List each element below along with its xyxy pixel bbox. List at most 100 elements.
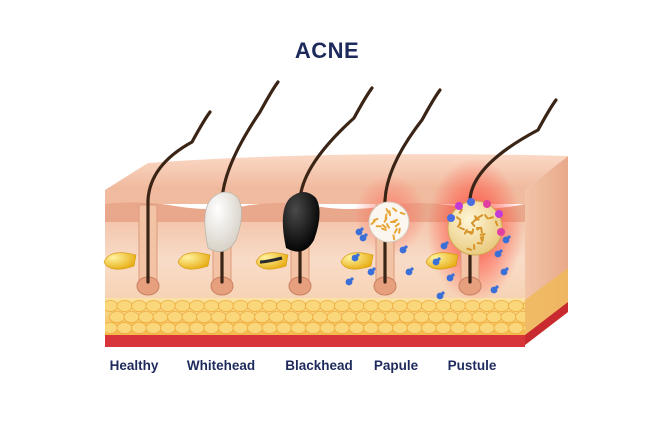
fat-cell [435, 300, 452, 312]
bacteria-splat [451, 273, 455, 277]
fat-cell [138, 311, 154, 323]
fat-cell [522, 323, 525, 333]
fat-cell [392, 300, 408, 312]
bacteria-rod [383, 217, 388, 223]
bacteria-rod [392, 234, 396, 241]
fat-cell [377, 322, 394, 334]
fat-cell [145, 300, 162, 312]
fat-cell [131, 322, 147, 334]
sebaceous-gland [340, 252, 374, 270]
blackhead-plug [282, 192, 320, 252]
bacteria-rod [370, 220, 376, 225]
bacteria-rod [372, 217, 379, 222]
fat-cell [297, 311, 314, 323]
label-pustule: Pustule [447, 358, 497, 373]
bacteria-splat [445, 241, 449, 245]
bacteria-rod [458, 208, 463, 214]
fat-cell [189, 322, 205, 334]
bacteria-splat [364, 233, 368, 237]
fat-cell [276, 300, 292, 312]
fat-cell [268, 311, 285, 323]
hair-shaft [220, 80, 280, 284]
bacteria-rod [392, 207, 398, 212]
fat-cell [319, 322, 336, 334]
fat-cell [312, 311, 328, 323]
fat-cell [464, 300, 481, 312]
fat-cell [254, 311, 270, 323]
hair-shaft [146, 110, 212, 284]
sebaceous-gland [177, 252, 211, 270]
fat-cell [348, 300, 365, 312]
bacteria-rod [476, 226, 482, 231]
blackhead-extension [259, 256, 283, 264]
fat-cell [232, 322, 249, 334]
bacteria-splat [436, 292, 444, 300]
fat-cell [355, 311, 372, 323]
bacteria-rod [385, 223, 390, 229]
fat-cell [239, 311, 256, 323]
sebaceous-gland [103, 252, 137, 270]
bacteria-splat [359, 234, 367, 242]
fat-cell [174, 300, 191, 312]
follicle-pustule [425, 98, 558, 302]
bacteria-splat [500, 268, 508, 276]
label-whitehead: Whitehead [186, 358, 256, 373]
bacteria-rod [479, 233, 486, 236]
bacteria-rod [398, 227, 401, 234]
bacteria-rod [474, 215, 480, 221]
fat-cell [450, 300, 466, 312]
bacteria-rod [393, 228, 398, 234]
fat-cell [421, 300, 437, 312]
bacteria-rod [459, 226, 465, 231]
white-blood-cell [495, 210, 503, 218]
bacteria-rod [399, 211, 406, 216]
bacteria-splat [404, 245, 408, 249]
bacteria-splat [437, 257, 441, 261]
bacteria-splat [432, 258, 440, 266]
fat-cell [435, 322, 452, 334]
bacteria-splat [350, 277, 354, 281]
follicle-healthy [103, 110, 212, 296]
hair-shaft [468, 98, 558, 284]
bacteria-splat [367, 268, 375, 276]
fat-cell [290, 300, 307, 312]
fat-cell [225, 311, 241, 323]
fat-cell [152, 311, 169, 323]
bacteria-rod [466, 247, 473, 251]
fat-cell [428, 311, 444, 323]
fat-cell [464, 322, 481, 334]
fat-cell [493, 322, 510, 334]
fat-cell [479, 300, 495, 312]
bacteria-splat [345, 278, 353, 286]
fat-cell [363, 300, 379, 312]
fat-cell [290, 322, 307, 334]
bacteria-rod [394, 222, 400, 228]
bacteria-splat [372, 267, 376, 271]
bacteria-splat [351, 254, 359, 262]
white-blood-cell [455, 202, 463, 210]
fat-cell [247, 300, 263, 312]
page-title: ACNE [294, 38, 360, 63]
fat-cell [116, 300, 133, 312]
fat-cell [348, 322, 365, 334]
fat-cell [392, 322, 408, 334]
fat-cell [522, 301, 525, 311]
bacteria-rod [476, 242, 483, 245]
fat-cell [160, 300, 176, 312]
bacteria-splat [360, 227, 364, 231]
fat-cell [232, 300, 249, 312]
bacteria-rod [488, 216, 494, 220]
fat-cell [406, 300, 423, 312]
fat-cell [450, 322, 466, 334]
bacteria-rod [479, 236, 484, 243]
white-blood-cell [497, 228, 505, 236]
fat-cell [109, 311, 125, 323]
bacteria-rod [381, 227, 387, 231]
fat-cell [326, 311, 343, 323]
fat-cell [247, 322, 263, 334]
hair-shaft [298, 86, 374, 284]
fat-cell [305, 322, 321, 334]
follicle-blackhead [255, 86, 374, 296]
fat-cell [399, 311, 415, 323]
